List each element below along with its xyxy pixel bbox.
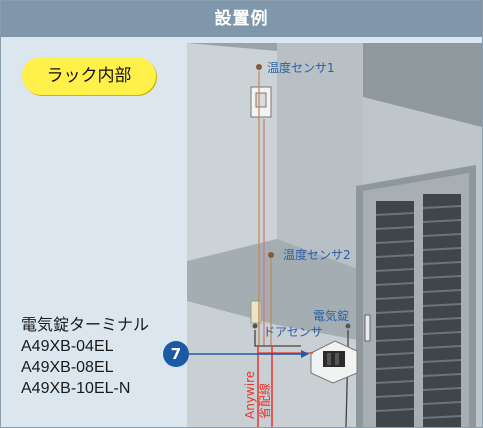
rack-interior-label: ラック内部 [46,66,132,86]
callout-number: 7 [170,345,182,363]
model-number: A49XB-04EL [21,338,114,355]
mounting-plate [250,300,262,324]
door-sensor-wire [254,330,301,347]
rack-interior-tag: ラック内部 [22,57,156,95]
temp-sensor-1-label: 温度センサ1 [267,60,335,75]
terminal-name: 電気錠ターミナル [21,317,150,334]
model-number: A49XB-10EL-N [21,380,131,397]
anywire-label: Anywire [243,371,257,419]
power-line-label: 省配線 [257,383,272,419]
door-sensor-icon [252,323,258,329]
door-vent-left [376,201,414,427]
rack-base [187,301,363,427]
page-title: 設置例 [214,9,269,29]
model-number: A49XB-08EL [21,359,114,376]
header-bar: 設置例 [1,1,482,37]
electric-lock-label: 電気錠 [313,308,349,323]
lock-wire [345,330,349,427]
temp-sensor-1-icon [256,64,262,70]
electric-lock-icon [345,323,351,329]
door-handle [364,314,371,342]
temp-sensor-2-icon [268,252,274,258]
temp-sensor-2-label: 温度センサ2 [283,247,351,262]
door-vent-right [423,194,461,427]
callout-badge: 7 [163,341,189,367]
door-sensor-label: ドアセンサ [263,325,323,339]
terminal-part-info: 電気錠ターミナル A49XB-04EL A49XB-08EL A49XB-10E… [21,315,191,399]
callout-arrowhead [301,350,309,358]
